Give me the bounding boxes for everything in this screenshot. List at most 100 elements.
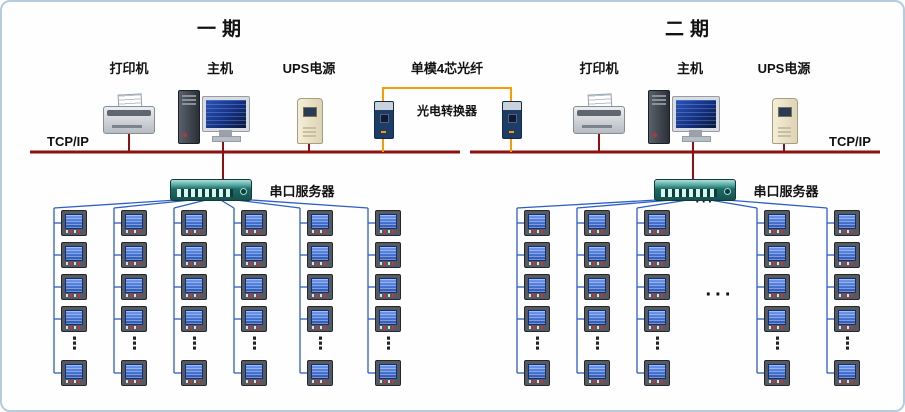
host-computer-icon-phase1 [178,90,250,144]
meter-buttons [839,380,855,383]
meter-screen [125,214,143,229]
meter-buttons [839,294,855,297]
meter-screen [528,364,546,379]
monitor-base [682,136,711,142]
meter-screen [245,214,263,229]
power-meter [181,360,207,386]
meter-screen [185,246,203,261]
monitor-stand [219,130,232,136]
meter-screen [125,310,143,325]
meter-buttons [380,230,396,233]
ellipsis-vertical: ⋮ [246,334,263,353]
phase2-ups-label: UPS电源 [757,61,811,76]
power-meter [241,360,267,386]
meter-buttons [589,294,605,297]
meter-screen [588,310,606,325]
meter-screen [588,364,606,379]
power-meter [307,274,333,300]
host-computer-icon-phase2 [648,90,720,144]
meter-screen [648,310,666,325]
meter-buttons [66,262,82,265]
meter-buttons [769,380,785,383]
serial-server-icon-phase1 [170,179,252,201]
power-meter [121,306,147,332]
meter-buttons [769,262,785,265]
power-meter [241,242,267,268]
power-meter [241,210,267,236]
phase1-title: 一期 [196,19,247,40]
serial-server-icon-phase2 [654,179,736,201]
meter-buttons [769,326,785,329]
meter-buttons [246,262,262,265]
meter-screen [768,246,786,261]
meter-buttons [649,294,665,297]
power-meter [764,360,790,386]
meter-buttons [126,294,142,297]
meter-screen [185,310,203,325]
meter-link-line [53,198,193,209]
meter-screen [838,364,856,379]
power-meter [61,274,87,300]
meter-screen [648,278,666,293]
power-meter [61,242,87,268]
meter-screen [768,214,786,229]
meter-screen [768,310,786,325]
phase2-tcpip-label: TCP/IP [829,134,871,149]
ellipsis-vertical: ⋮ [769,334,786,353]
meter-buttons [186,326,202,329]
ellipsis-vertical: ⋮ [589,334,606,353]
power-meter [834,306,860,332]
fiber-jumper-line [382,87,512,101]
meter-buttons [380,380,396,383]
power-meter [375,242,401,268]
meter-screen [648,214,666,229]
meter-buttons [589,230,605,233]
meter-buttons [246,326,262,329]
meter-screen [185,364,203,379]
meter-buttons [312,230,328,233]
power-meter [241,306,267,332]
ellipsis-vertical: ⋮ [66,334,83,353]
phase1-printer-label: 打印机 [109,61,149,76]
meter-buttons [380,326,396,329]
meter-screen [65,364,83,379]
power-meter [375,210,401,236]
meter-buttons [186,294,202,297]
meter-screen [185,214,203,229]
power-meter [375,274,401,300]
printer-icon-phase1 [103,93,155,134]
power-meter [764,210,790,236]
power-meter [181,306,207,332]
ellipsis-vertical: ⋮ [839,334,856,353]
power-meter [121,242,147,268]
power-meter [524,274,550,300]
meter-buttons [312,294,328,297]
meter-screen [245,364,263,379]
meter-screen [311,310,329,325]
meter-buttons [649,230,665,233]
power-meter [764,274,790,300]
meter-screen [379,214,397,229]
meter-wiring-group [53,198,834,374]
ups-icon-phase1 [297,98,323,144]
meter-buttons [186,262,202,265]
computer-tower [178,90,200,144]
meter-buttons [769,294,785,297]
power-meter [61,306,87,332]
meter-screen [838,214,856,229]
fiber-label: 单模4芯光纤 [410,61,484,76]
converter-label: 光电转换器 [416,104,477,118]
meter-buttons [839,262,855,265]
meter-screen [65,278,83,293]
media-converter-icon-left [374,101,394,139]
power-meter [834,242,860,268]
meter-screen [245,310,263,325]
ellipsis-vertical: ⋮ [186,334,203,353]
meter-buttons [380,294,396,297]
power-meter [834,274,860,300]
power-meter [584,242,610,268]
power-meter [524,210,550,236]
power-meter [181,242,207,268]
